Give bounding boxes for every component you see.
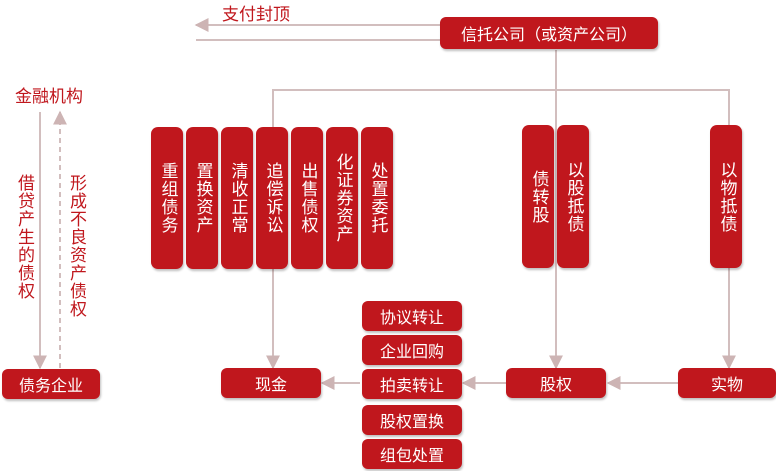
disposal-option-package: 组包处置 bbox=[362, 439, 462, 469]
method-line: 资产 bbox=[192, 198, 213, 234]
method-litigation-recovery: 诉讼追偿 bbox=[256, 127, 288, 269]
asset-offset-debt-box: 以物抵债 bbox=[710, 125, 742, 268]
disposal-option-buyback: 企业回购 bbox=[362, 335, 462, 365]
pay-cap-label: 支付封顶 bbox=[222, 5, 290, 25]
method-line: 清收 bbox=[227, 162, 248, 198]
method-line: 出售 bbox=[297, 162, 318, 198]
disposal-option-agreement-transfer: 协议转让 bbox=[362, 301, 462, 331]
method-line: 诉讼 bbox=[262, 198, 283, 234]
method-line: 化 bbox=[332, 153, 353, 171]
physical-asset-box: 实物 bbox=[678, 368, 776, 398]
debt-to-equity-box: 债转股 bbox=[522, 125, 554, 268]
method-line: 追偿 bbox=[262, 162, 283, 198]
method-entrusted-disposal: 委托处置 bbox=[361, 127, 393, 269]
method-asset-securitization: 资产证券化 bbox=[326, 127, 358, 269]
debt-generated-label: 借贷产生的债权 bbox=[14, 174, 34, 300]
cash-box: 现金 bbox=[221, 368, 321, 398]
trust-company-box: 信托公司（或资产公司） bbox=[440, 17, 658, 49]
method-line: 债务 bbox=[157, 198, 178, 234]
bad-debt-formed-label: 形成不良资产债权 bbox=[66, 174, 86, 318]
equity-offset-debt-box: 以股抵债 bbox=[557, 125, 589, 268]
method-line: 正常 bbox=[227, 198, 248, 234]
method-line: 委托 bbox=[367, 198, 388, 234]
method-debt-sale: 债权出售 bbox=[291, 127, 323, 269]
method-line: 资产 bbox=[332, 207, 353, 243]
method-line: 置换 bbox=[192, 162, 213, 198]
method-line: 证券 bbox=[332, 171, 353, 207]
method-debt-restructuring: 债务重组 bbox=[151, 127, 183, 269]
method-line: 重组 bbox=[157, 162, 178, 198]
disposal-option-auction: 拍卖转让 bbox=[362, 369, 462, 399]
method-asset-swap: 资产置换 bbox=[186, 127, 218, 269]
method-normal-collection: 正常清收 bbox=[221, 127, 253, 269]
disposal-option-equity-swap: 股权置换 bbox=[362, 405, 462, 435]
debtor-enterprise-box: 债务企业 bbox=[2, 369, 100, 399]
financial-institution-label: 金融机构 bbox=[15, 87, 83, 107]
equity-box: 股权 bbox=[506, 368, 606, 398]
method-line: 处置 bbox=[367, 162, 388, 198]
method-line: 债权 bbox=[297, 198, 318, 234]
